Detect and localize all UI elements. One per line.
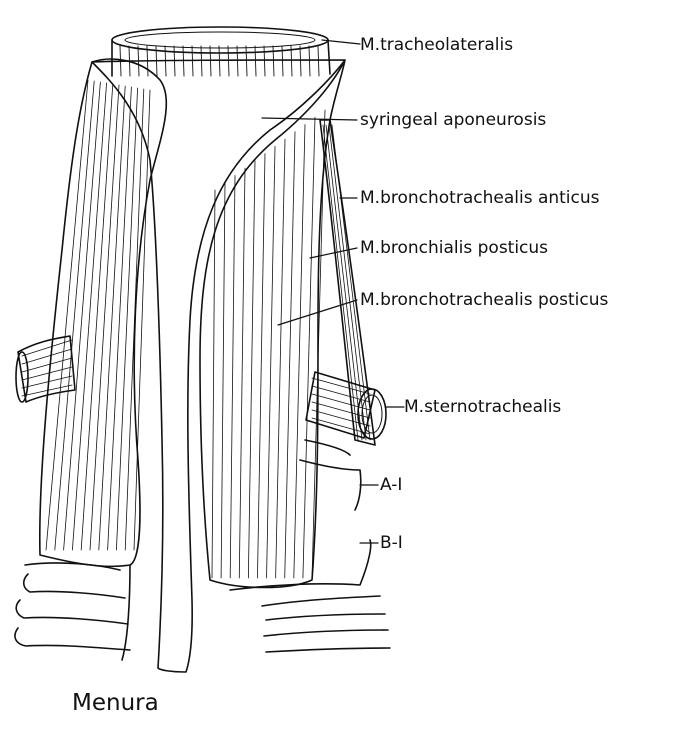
label-a1: A-I <box>380 475 402 495</box>
trachea-ring-line <box>300 46 301 76</box>
lateral-muscle-fiber <box>329 125 366 440</box>
label-bronchotrachealis-posticus: M.bronchotrachealis posticus <box>360 290 608 310</box>
right-muscle-fiber <box>285 132 295 578</box>
right-muscle <box>200 60 345 588</box>
right-bronchial-rings <box>230 440 390 652</box>
label-bronchotrachealis-anticus: M.bronchotrachealis anticus <box>360 188 600 208</box>
figure-caption: Menura <box>72 690 159 716</box>
right-muscle-fiber <box>239 168 245 578</box>
right-muscle-fiber <box>303 117 315 578</box>
right-muscle-fiber <box>248 161 255 578</box>
label-sternotrachealis: M.sternotrachealis <box>404 397 561 417</box>
left-muscle-fiber <box>81 84 113 550</box>
sternotrachealis-fiber <box>22 349 72 364</box>
trachea-ring-line <box>273 46 274 76</box>
trachea-ring-line <box>246 46 247 76</box>
right-muscle-fiber <box>294 125 305 578</box>
right-muscle-fiber <box>221 183 225 578</box>
trachea-ring-line <box>255 46 256 76</box>
right-muscle-fiber <box>267 146 275 578</box>
trachea-ring-line <box>237 46 238 76</box>
sternotrachealis-fiber <box>312 410 370 426</box>
trachea-ring-line <box>309 46 310 76</box>
trachea-ring-line <box>264 46 265 76</box>
sternotrachealis-left <box>16 336 75 402</box>
left-muscle-fiber <box>55 81 94 550</box>
left-muscle-fiber <box>64 82 101 550</box>
left-muscle-fiber <box>134 90 150 550</box>
right-muscle-fiber <box>276 139 285 578</box>
trachea-top <box>112 27 330 76</box>
label-b1: B-I <box>380 533 403 553</box>
right-lateral-muscles <box>320 120 375 445</box>
right-muscle-fiber <box>312 110 325 578</box>
left-bronchial-rings <box>15 563 130 660</box>
left-muscle-fiber <box>72 83 106 550</box>
left-muscle-fiber <box>99 86 125 550</box>
right-muscle-fiber <box>230 175 235 578</box>
sternotrachealis-fiber <box>22 358 72 372</box>
sternotrachealis-fiber <box>312 402 370 418</box>
trachea-ring-line <box>318 46 319 76</box>
sternotrachealis-fiber <box>312 386 370 402</box>
right-muscle-fiber <box>212 190 215 578</box>
label-bronchialis-posticus: M.bronchialis posticus <box>360 238 548 258</box>
sternotrachealis-fiber <box>22 340 72 356</box>
label-syringeal-aponeurosis: syringeal aponeurosis <box>360 110 546 130</box>
lateral-muscle-fiber <box>326 125 362 440</box>
label-tracheolateralis: M.tracheolateralis <box>360 35 513 55</box>
left-muscle <box>40 59 167 566</box>
right-muscle-fiber <box>257 154 265 578</box>
